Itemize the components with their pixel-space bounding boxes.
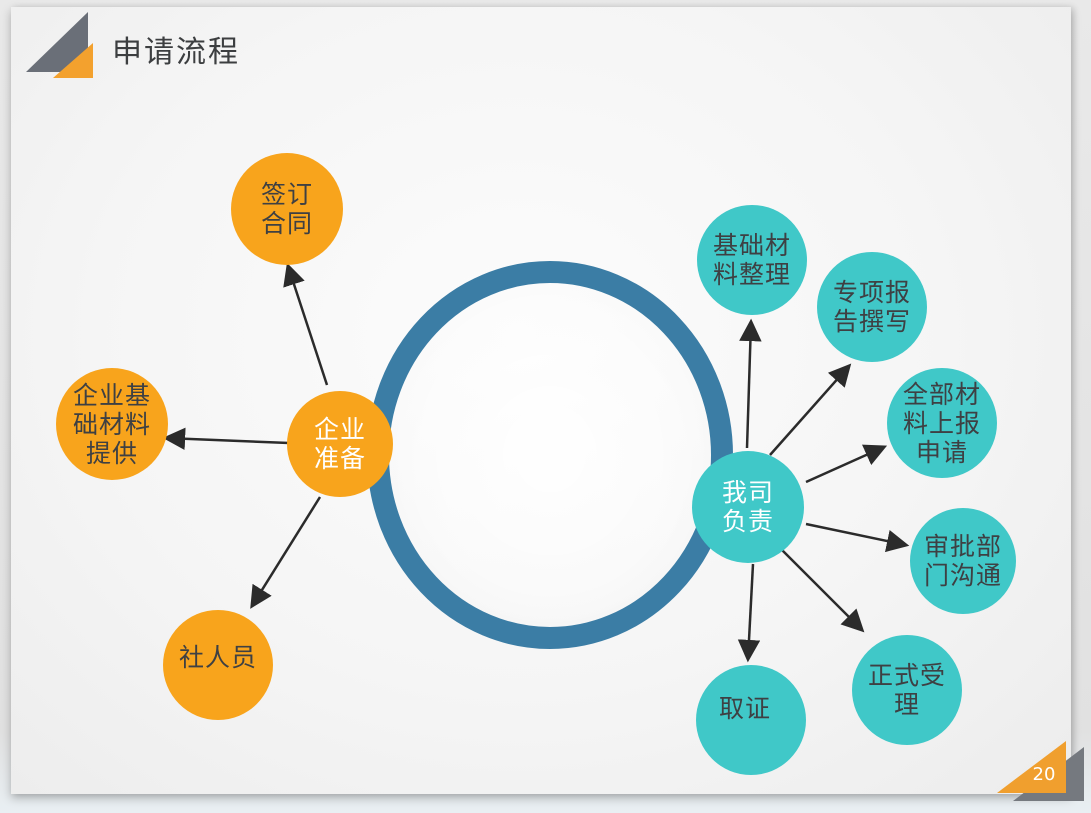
- page-number: 20: [1032, 764, 1056, 785]
- node-materials-provide: 企业基 础材料 提供: [56, 368, 168, 480]
- node-enterprise-prepare-label: 企业 准备: [313, 415, 366, 473]
- node-obtain-cert-label: 取证: [718, 693, 771, 723]
- node-our-company-label: 我司 负责: [721, 478, 774, 536]
- node-formal-accept-label: 正式受 理: [867, 661, 946, 719]
- node-basic-materials-label: 基础材 料整理: [712, 231, 791, 289]
- node-approval-dept-label: 审批部 门沟通: [923, 532, 1002, 590]
- node-formal-accept: 正式受 理: [852, 635, 962, 745]
- page-title: 申请流程: [112, 35, 240, 70]
- node-our-company-hub: 我司 负责: [692, 451, 804, 563]
- node-staff-label: 社人员: [178, 642, 257, 672]
- node-obtain-cert: 取证: [696, 665, 806, 775]
- node-approval-dept: 审批部 门沟通: [910, 508, 1016, 614]
- node-materials-provide-label: 企业基 础材料 提供: [72, 380, 151, 468]
- node-special-report-label: 专项报 告撰写: [832, 278, 911, 336]
- node-sign-contract: 签订 合同: [231, 153, 343, 265]
- node-staff: 社人员: [163, 610, 273, 720]
- node-enterprise-prepare-hub: 企业 准备: [287, 391, 393, 497]
- node-all-materials-label: 全部材 料上报 申请: [902, 379, 981, 467]
- node-sign-contract-label: 签订 合同: [260, 180, 313, 238]
- node-special-report: 专项报 告撰写: [817, 252, 927, 362]
- node-all-materials: 全部材 料上报 申请: [887, 368, 997, 478]
- node-basic-materials: 基础材 料整理: [697, 205, 807, 315]
